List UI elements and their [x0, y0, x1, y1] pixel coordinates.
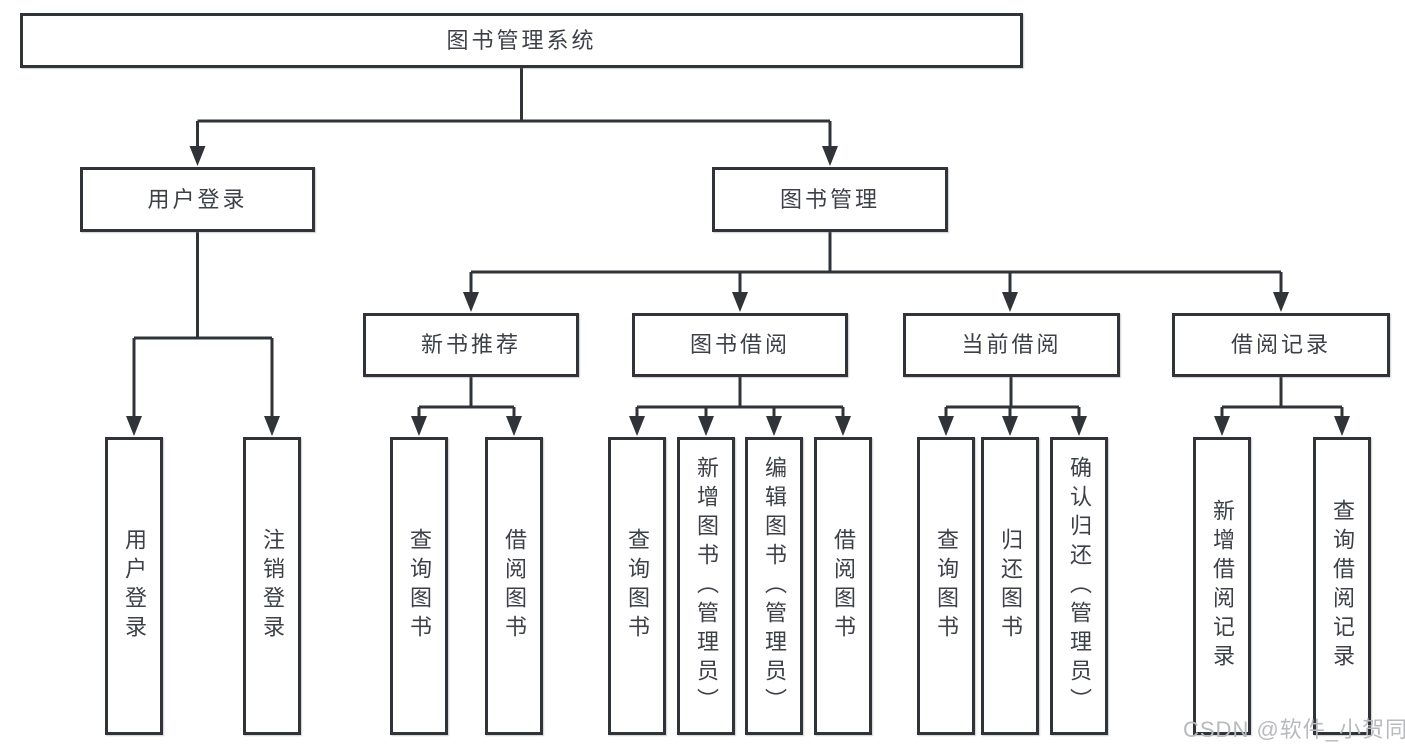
arrowheads-level3: [463, 292, 1289, 312]
node-book-mgmt-label: 图书管理: [779, 186, 880, 212]
node-new-books: 新书推荐: [363, 313, 579, 377]
leaf-records-query-label: 查询借阅记录: [1330, 499, 1355, 673]
leaf-newbooks-query: 查询图书: [390, 437, 448, 735]
node-borrow-records-label: 借阅记录: [1230, 332, 1331, 357]
leaf-current-query-label: 查询图书: [934, 528, 959, 644]
leaf-records-query: 查询借阅记录: [1313, 437, 1371, 735]
leaf-borrow-add-label: 新增图书（管理员）: [694, 455, 719, 717]
connector-newbooks-to-leaves: [417, 377, 516, 420]
leaf-borrow-query-label: 查询图书: [625, 528, 650, 644]
node-book-borrow: 图书借阅: [632, 313, 848, 377]
leaf-user-login: 用户登录: [105, 437, 163, 735]
leaf-borrow-edit: 编辑图书（管理员）: [745, 437, 803, 735]
leaf-newbooks-borrow-label: 借阅图书: [502, 528, 527, 644]
leaf-current-return-label: 归还图书: [998, 528, 1023, 644]
leaf-borrow-add: 新增图书（管理员）: [677, 437, 735, 735]
node-book-mgmt: 图书管理: [712, 167, 948, 232]
connector-currentborrow-to-leaves: [944, 377, 1081, 420]
node-user-login: 用户登录: [80, 167, 315, 232]
arrowheads-newbooks-leaves: [411, 416, 522, 436]
arrowheads-userlogin-leaves: [126, 416, 280, 436]
leaf-borrow-borrow-label: 借阅图书: [831, 528, 856, 644]
leaf-logout: 注销登录: [243, 437, 301, 735]
node-book-borrow-label: 图书借阅: [689, 332, 790, 357]
node-new-books-label: 新书推荐: [420, 332, 521, 357]
node-current-borrow: 当前借阅: [903, 313, 1120, 377]
leaf-borrow-query: 查询图书: [608, 437, 666, 735]
node-root: 图书管理系统: [20, 13, 1023, 68]
connector-root-to-level2: [196, 68, 832, 150]
csdn-watermark: CSDN @软件_小贺同学: [1183, 717, 1405, 742]
leaf-newbooks-borrow: 借阅图书: [485, 437, 543, 735]
connector-bookborrow-to-leaves: [635, 377, 845, 420]
node-borrow-records: 借阅记录: [1172, 313, 1390, 377]
leaf-records-add: 新增借阅记录: [1193, 437, 1251, 735]
leaf-records-add-label: 新增借阅记录: [1210, 499, 1235, 673]
arrowheads-level2: [189, 146, 838, 166]
leaf-current-confirm-label: 确认归还（管理员）: [1067, 455, 1092, 717]
leaf-newbooks-query-label: 查询图书: [407, 528, 432, 644]
leaf-borrow-borrow: 借阅图书: [814, 437, 872, 735]
node-user-login-label: 用户登录: [147, 186, 248, 212]
leaf-current-confirm: 确认归还（管理员）: [1050, 437, 1108, 735]
leaf-current-query: 查询图书: [917, 437, 975, 735]
leaf-borrow-edit-label: 编辑图书（管理员）: [762, 455, 787, 717]
connector-userlogin-to-leaves: [132, 232, 274, 420]
node-current-borrow-label: 当前借阅: [961, 332, 1062, 357]
leaf-current-return: 归还图书: [981, 437, 1039, 735]
leaf-logout-label: 注销登录: [260, 528, 285, 644]
connector-bookmgmt-to-level3: [469, 232, 1283, 296]
arrowheads-bookborrow-leaves: [629, 416, 851, 436]
arrowheads-borrowrecords-leaves: [1214, 416, 1350, 436]
connector-borrowrecords-to-leaves: [1220, 377, 1344, 420]
leaf-user-login-label: 用户登录: [122, 528, 147, 644]
arrowheads-currentborrow-leaves: [938, 416, 1087, 436]
node-root-label: 图书管理系统: [446, 27, 597, 53]
